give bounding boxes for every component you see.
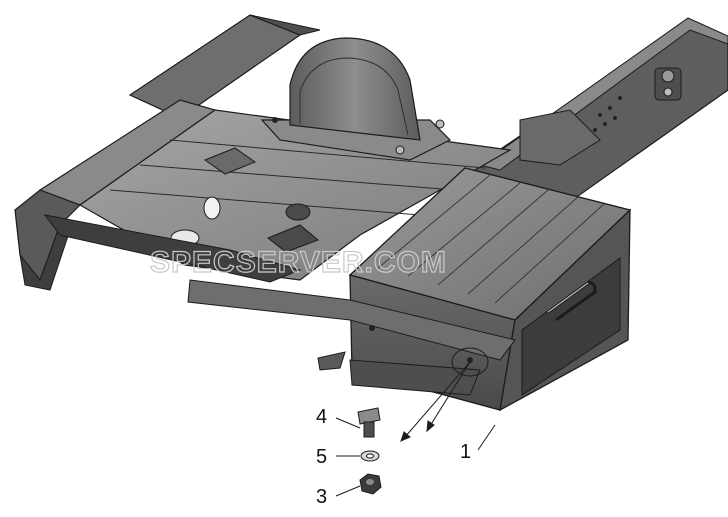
rail-bracket [654,67,682,101]
battery-box [187,167,632,412]
callout-4: 4 [316,406,327,428]
leader-lines [335,361,496,497]
frame-rail-right [469,17,728,231]
callout-5: 5 [316,446,327,468]
bolt-4 [357,407,381,438]
watermark-text: SPECSERVER.COM [150,246,447,279]
callout-1: 1 [460,441,471,463]
frame-rail-left [14,14,321,291]
washer-5 [360,450,380,462]
air-tank [260,37,452,161]
nut-3 [359,473,382,495]
callout-3: 3 [316,486,327,508]
